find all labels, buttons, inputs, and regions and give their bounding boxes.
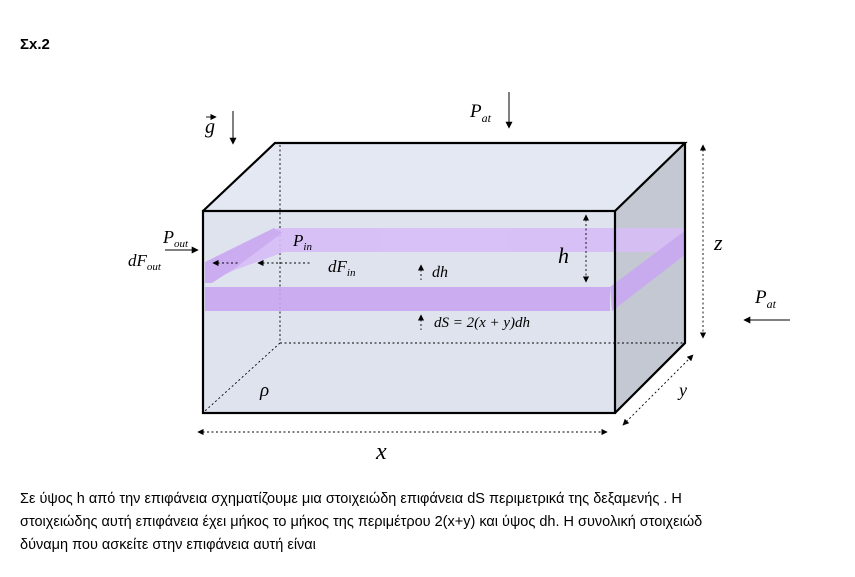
exercise-heading: Σx.2 [20,36,50,53]
tank-top-face [203,143,685,211]
dh-label: dh [432,264,448,281]
explanation-line-1: Σε ύψος h από την επιφάνεια σχηματίζουμε… [20,491,682,507]
explanation-line-2: στοιχειώδης αυτή επιφάνεια έχει μήκος το… [20,514,703,530]
ds-formula: dS = 2(x + y)dh [434,315,530,331]
p-out-label: Pout [162,227,189,250]
gravity-label: g [205,116,215,138]
rho-label: ρ [259,380,269,401]
force-arrows [165,92,790,324]
x-label: x [375,439,387,465]
explanation-line-3: δύναμη που ασκείτε στην επιφάνεια αυτή ε… [20,537,316,553]
y-label: y [677,380,687,400]
dimension-lines [197,144,707,436]
tank-diagram: g Pat Pat Pout dFout Pin dFin dh h z y x… [128,92,790,465]
p-at-right-label: Pat [754,287,777,311]
df-out-label: dFout [128,251,162,273]
z-label: z [713,230,723,255]
p-in-label: Pin [292,231,312,253]
df-in-label: dFin [328,257,356,279]
tank-front-face [203,211,615,413]
explanation-text: Σε ύψος h από την επιφάνεια σχηματίζουμε… [20,488,855,557]
h-label: h [558,243,569,268]
ds-band [205,228,686,311]
p-at-top-label: Pat [469,101,492,125]
